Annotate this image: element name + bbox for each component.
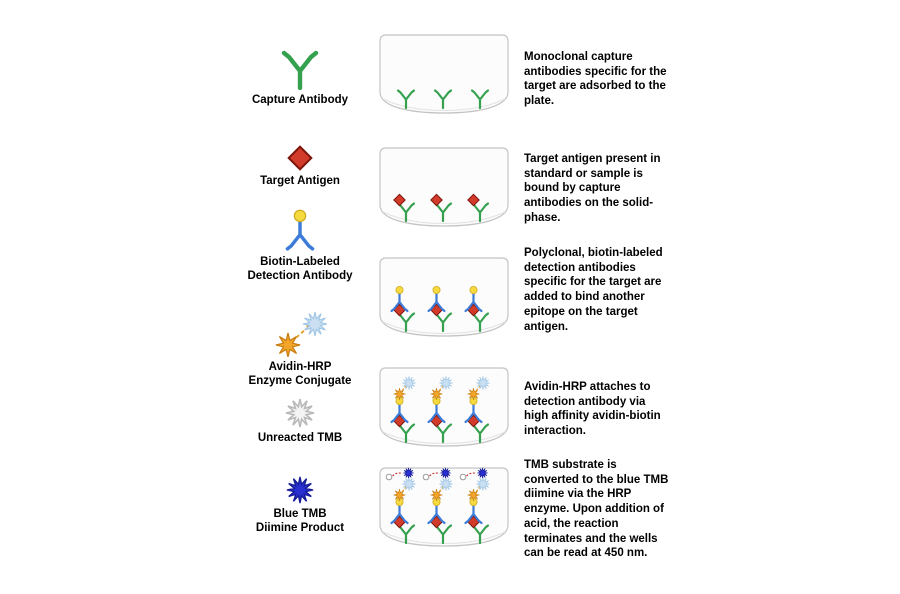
well-step-1-capture xyxy=(379,34,509,114)
legend-item-avidin-hrp: Avidin-HRP Enzyme Conjugate xyxy=(225,312,375,389)
legend-item-detection-antibody: Biotin-Labeled Detection Antibody xyxy=(225,208,375,284)
detection-antibody-icon xyxy=(225,208,375,252)
step-4-description: Avidin-HRP attaches to detection antibod… xyxy=(524,381,661,438)
step-5-description: TMB substrate is converted to the blue T… xyxy=(524,459,669,560)
step-3-description: Polyclonal, biotin-labeled detection ant… xyxy=(524,247,663,333)
legend-item-blue-tmb: Blue TMB Diimine Product xyxy=(225,476,375,536)
legend-label-line: Capture Antibody xyxy=(251,94,349,106)
well-step-2-antigen xyxy=(379,147,509,227)
legend-label-line: Blue TMB xyxy=(273,508,327,520)
legend-label-line: Target Antigen xyxy=(260,175,340,187)
legend-label-line: Unreacted TMB xyxy=(257,432,343,444)
legend-item-unreacted-tmb: Unreacted TMB xyxy=(225,398,375,445)
target-antigen-icon xyxy=(225,145,375,171)
legend-label-line: Avidin-HRP xyxy=(268,361,332,373)
legend-item-target-antigen: Target Antigen xyxy=(225,145,375,188)
step-2-description: Target antigen present in standard or sa… xyxy=(524,153,661,224)
blue-tmb-icon xyxy=(225,476,375,504)
well-step-4-avidin-hrp xyxy=(379,367,509,447)
step-1-description: Monoclonal capture antibodies specific f… xyxy=(524,51,667,108)
legend-item-capture-antibody: Capture Antibody xyxy=(225,50,375,107)
well-step-5-tmb xyxy=(379,465,509,547)
legend-label-line: Detection Antibody xyxy=(247,270,353,283)
unreacted-tmb-icon xyxy=(225,398,375,428)
capture-antibody-icon xyxy=(225,50,375,90)
legend-label-line: Diimine Product xyxy=(255,522,345,535)
well-step-3-detection xyxy=(379,257,509,337)
legend-label-line: Biotin-Labeled xyxy=(260,256,340,268)
avidin-hrp-icon xyxy=(225,312,375,357)
legend-label-line: Enzyme Conjugate xyxy=(248,375,352,388)
